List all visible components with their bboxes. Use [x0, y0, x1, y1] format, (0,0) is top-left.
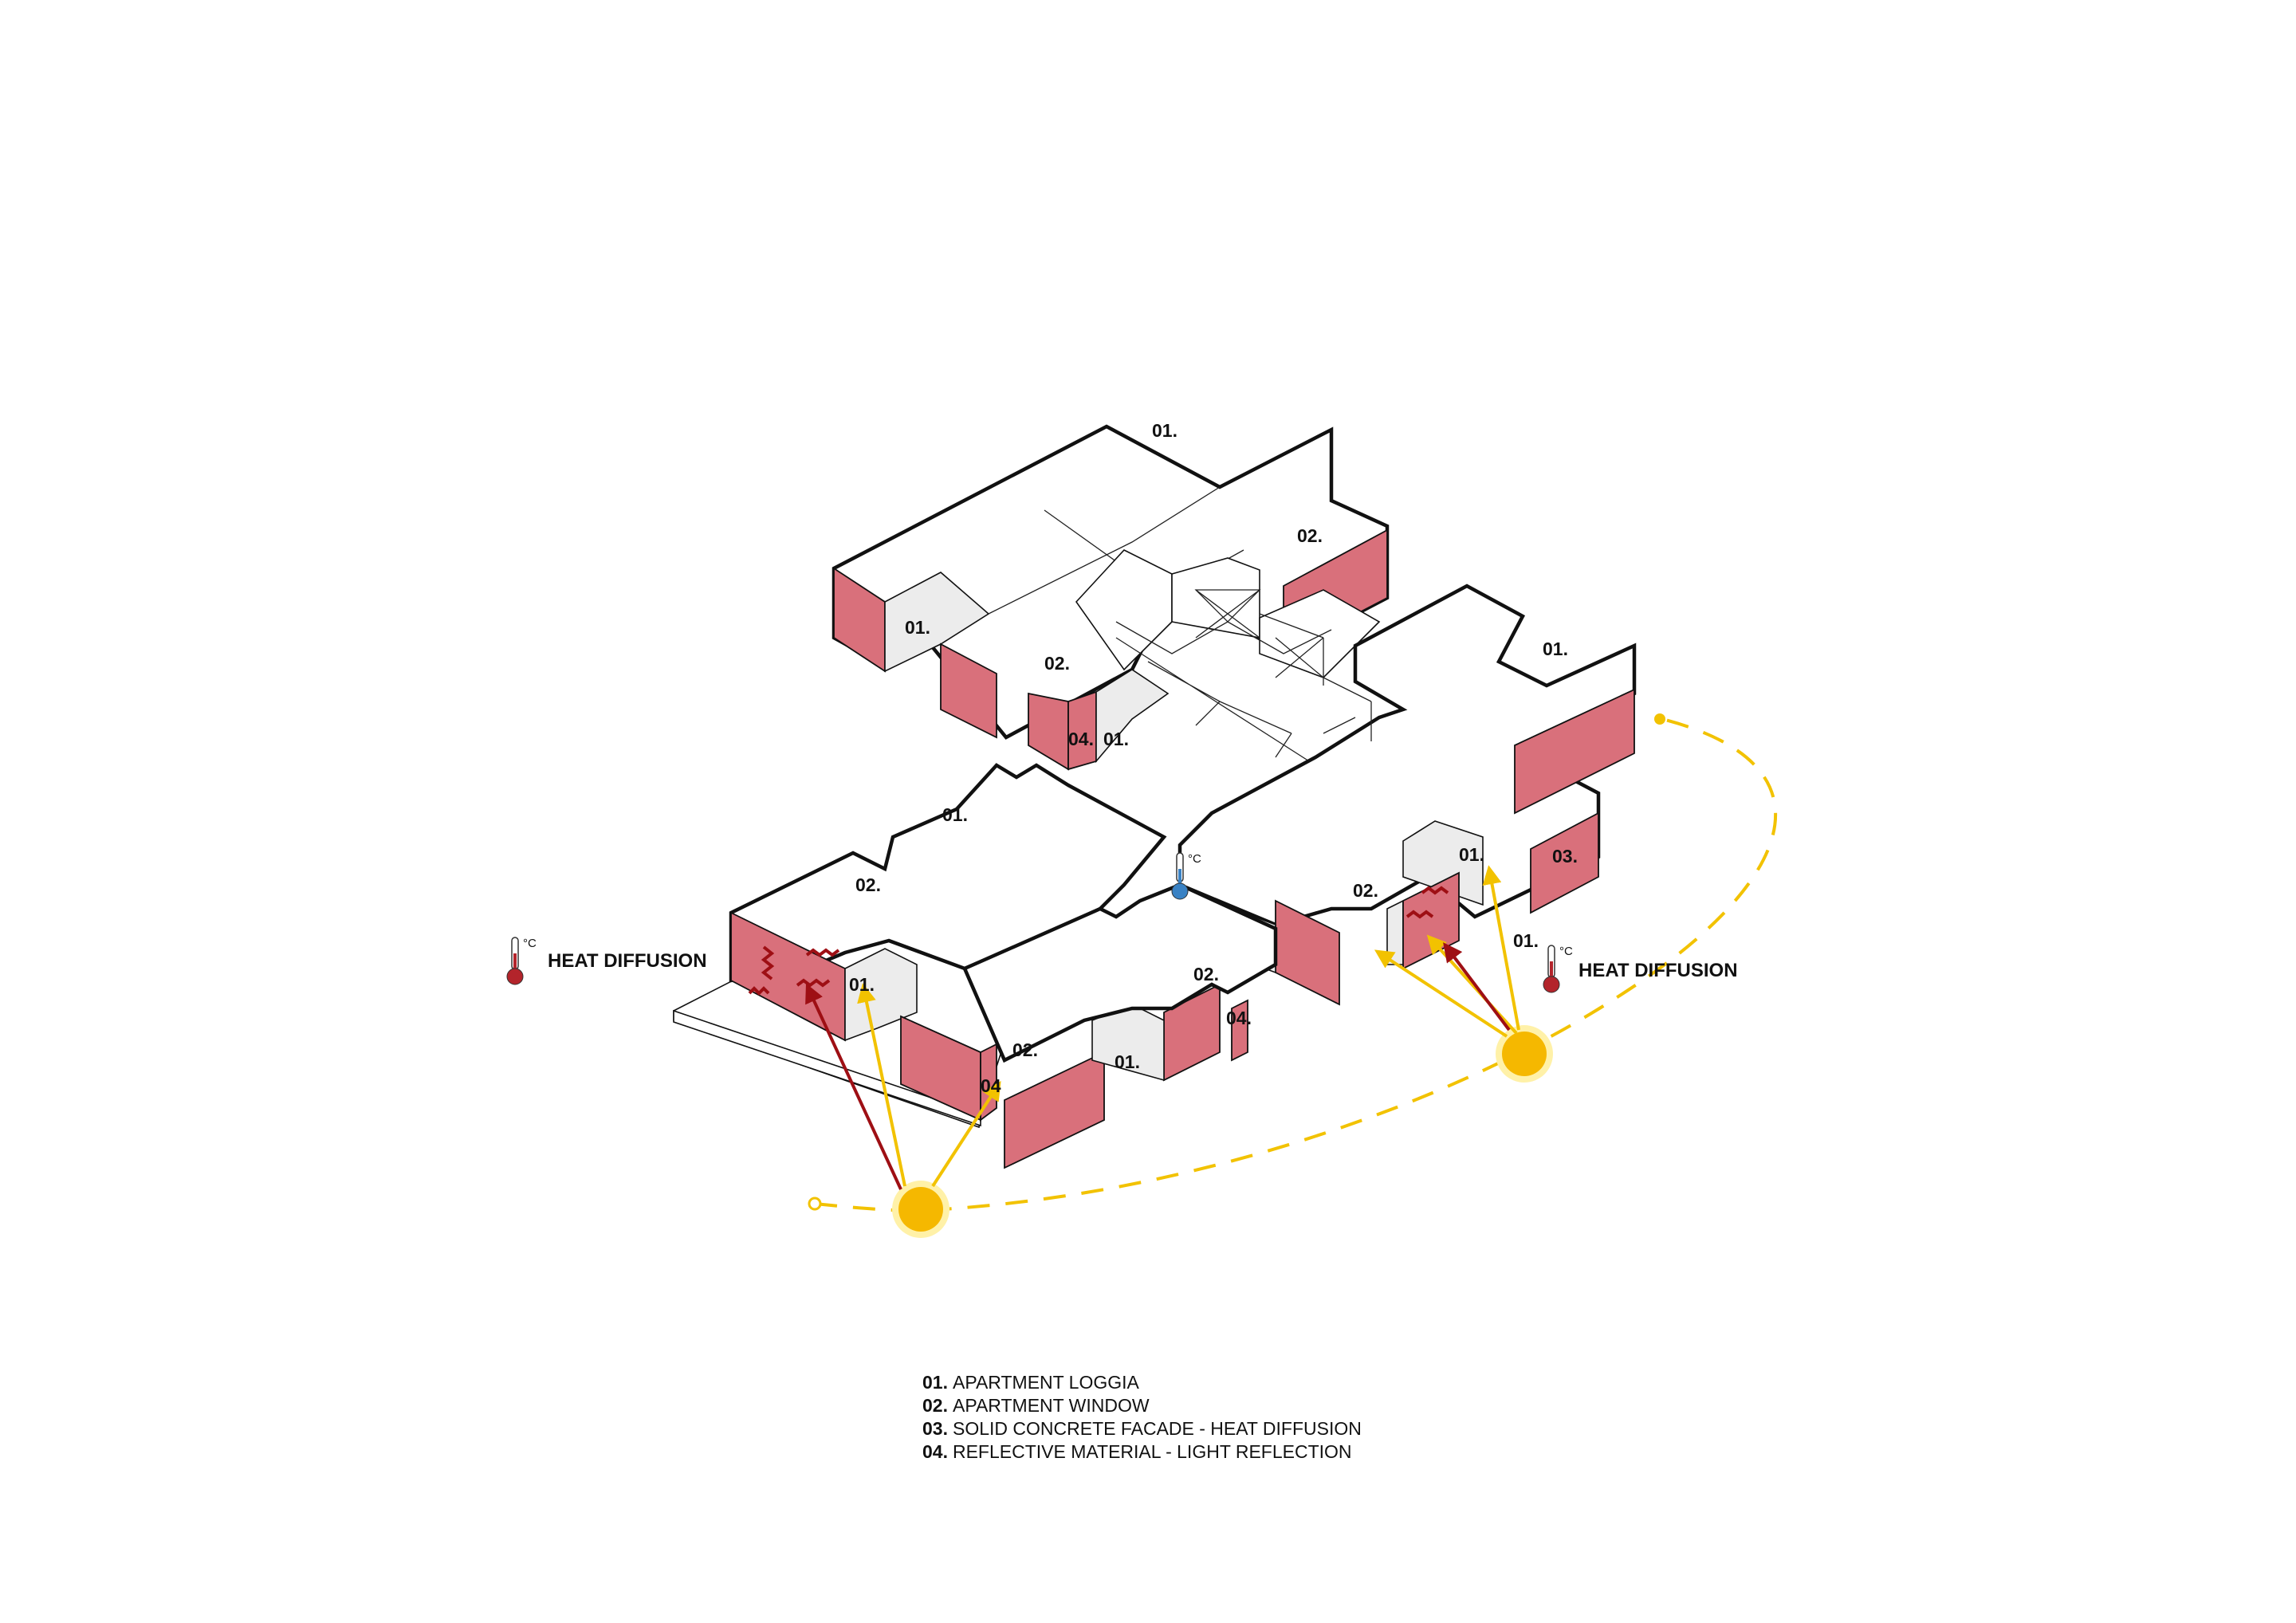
- degree-label: °C: [1559, 945, 1573, 958]
- label-reflective: 04.: [1226, 1008, 1252, 1028]
- legend: 01.APARTMENT LOGGIA 02.APARTMENT WINDOW …: [922, 1372, 1362, 1462]
- label-loggia: 01.: [1115, 1051, 1140, 1072]
- label-loggia: 01.: [942, 804, 968, 825]
- label-loggia: 01.: [905, 617, 930, 638]
- heat-diffusion-label: HEAT DIFFUSION: [548, 950, 707, 972]
- label-loggia: 01.: [1103, 729, 1129, 749]
- legend-item: 01.APARTMENT LOGGIA: [922, 1372, 1140, 1393]
- label-window: 02.: [1297, 525, 1323, 546]
- label-window: 02.: [1044, 653, 1070, 674]
- sun-icon: [892, 1181, 949, 1238]
- diagram-labels: 01. 02. 01. 02. 04. 01. 01. 01. 02. 01. …: [849, 420, 1578, 1096]
- label-window: 02.: [1193, 964, 1219, 984]
- sun-orbit-path: [808, 713, 1778, 1212]
- label-loggia: 01.: [1513, 930, 1539, 951]
- label-loggia: 01.: [1152, 420, 1177, 441]
- label-window: 02.: [1353, 880, 1378, 901]
- label-window: 02.: [1012, 1039, 1038, 1060]
- label-reflective: 04: [981, 1075, 1001, 1096]
- heat-diffusion-label: HEAT DIFFUSION: [1578, 960, 1738, 981]
- legend-item: 04.REFLECTIVE MATERIAL - LIGHT REFLECTIO…: [922, 1441, 1352, 1462]
- label-loggia: 01.: [1459, 844, 1484, 865]
- label-reflective: 04.: [1068, 729, 1094, 749]
- heat-ray: [805, 942, 1511, 1190]
- label-facade: 03.: [1552, 846, 1578, 867]
- degree-label: °C: [1188, 852, 1201, 866]
- thermometer-icon: °C: [506, 937, 537, 985]
- thermometer-icon: °C: [1543, 945, 1573, 993]
- label-loggia: 01.: [1543, 639, 1568, 659]
- thermometer-icon: °C: [1171, 852, 1201, 900]
- label-loggia: 01.: [849, 974, 875, 995]
- core-stair: [1075, 549, 1381, 766]
- south-block: [962, 882, 1278, 1063]
- legend-item: 03.SOLID CONCRETE FACADE - HEAT DIFFUSIO…: [922, 1418, 1362, 1439]
- legend-item: 02.APARTMENT WINDOW: [922, 1395, 1150, 1416]
- heat-wave-icon: [748, 886, 1449, 996]
- sun-icon: [1496, 1025, 1553, 1083]
- degree-label: °C: [523, 937, 537, 950]
- label-window: 02.: [855, 874, 881, 895]
